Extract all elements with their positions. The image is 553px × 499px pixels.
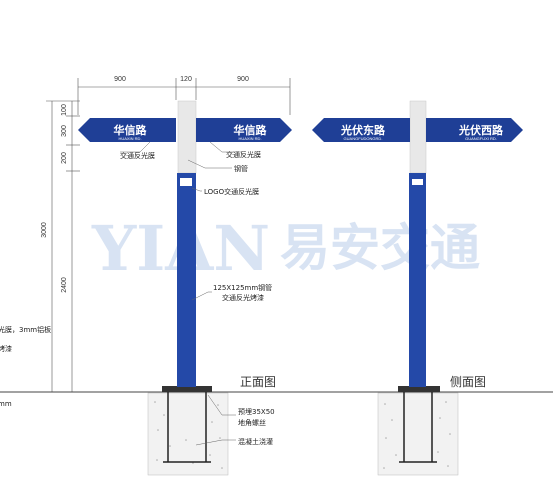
side-anchor-bolts <box>399 390 437 463</box>
front-right-sign-en: HUAXIN RD. <box>238 136 261 141</box>
side-view-label: 侧面图 <box>450 375 486 389</box>
side-right-sign <box>426 118 523 142</box>
front-base-plate <box>162 386 212 392</box>
side-right-sign-en: GUANGFUXI RD. <box>465 136 497 141</box>
left-dimension-lines <box>46 100 80 393</box>
callout-film-left: 交通反光膜 <box>120 151 155 160</box>
side-left-sign-en: GUANGFUDONGRD. <box>344 136 383 141</box>
front-left-sign <box>78 118 176 142</box>
dim-top-mid: 120 <box>180 76 192 83</box>
front-left-sign-en: HUAXIN RD. <box>118 136 141 141</box>
dim-top-left: 900 <box>114 76 126 83</box>
left-cutoff-line2: 烤漆 <box>0 344 12 353</box>
dim-left-100: 100 <box>61 104 68 116</box>
front-left-sign-cn: 华信路 <box>114 123 148 137</box>
front-pole-steel <box>177 100 197 174</box>
side-left-sign-cn: 光伏东路 <box>340 123 386 137</box>
front-pole <box>177 173 196 387</box>
callout-anchor: 地角螺丝 <box>238 418 266 427</box>
side-base-plate <box>398 386 440 392</box>
callout-film-right: 交通反光膜 <box>226 150 261 159</box>
front-right-sign-cn: 华信路 <box>234 123 268 137</box>
front-view-label: 正面图 <box>240 375 276 389</box>
callout-logo-film: LOGO交通反光膜 <box>204 187 259 196</box>
left-cutoff-unit: mm <box>0 400 12 408</box>
callout-pipe-spec: 125X125mm钢管 <box>213 283 272 292</box>
callout-paint: 交通反光烤漆 <box>222 293 264 302</box>
callout-concrete: 混凝土浇灌 <box>238 437 273 446</box>
side-pole <box>409 173 426 387</box>
side-right-sign-cn: 光伏西路 <box>458 123 504 137</box>
side-foundation-texture <box>383 401 451 469</box>
dim-left-2400: 2400 <box>61 277 68 293</box>
top-dimension-line <box>77 78 291 115</box>
front-pole-logo <box>180 178 192 186</box>
callout-steel-pipe: 钢管 <box>234 164 248 173</box>
front-right-sign <box>196 118 292 142</box>
side-pole-steel <box>409 100 427 174</box>
dim-left-3000: 3000 <box>41 222 48 238</box>
side-left-sign <box>312 118 410 142</box>
dim-left-200: 200 <box>61 152 68 164</box>
front-anchor-bolts <box>163 390 211 463</box>
watermark-cn: 易安交通 <box>280 218 480 277</box>
dim-left-300: 300 <box>61 125 68 137</box>
left-cutoff-line1: 光膜，3mm铝板 <box>0 325 51 334</box>
front-foundation-texture <box>154 401 223 469</box>
side-pole-logo <box>412 179 423 185</box>
dim-top-right: 900 <box>237 76 249 83</box>
callout-embed: 预埋35X50 <box>238 407 275 416</box>
front-callout-lines <box>120 141 242 446</box>
